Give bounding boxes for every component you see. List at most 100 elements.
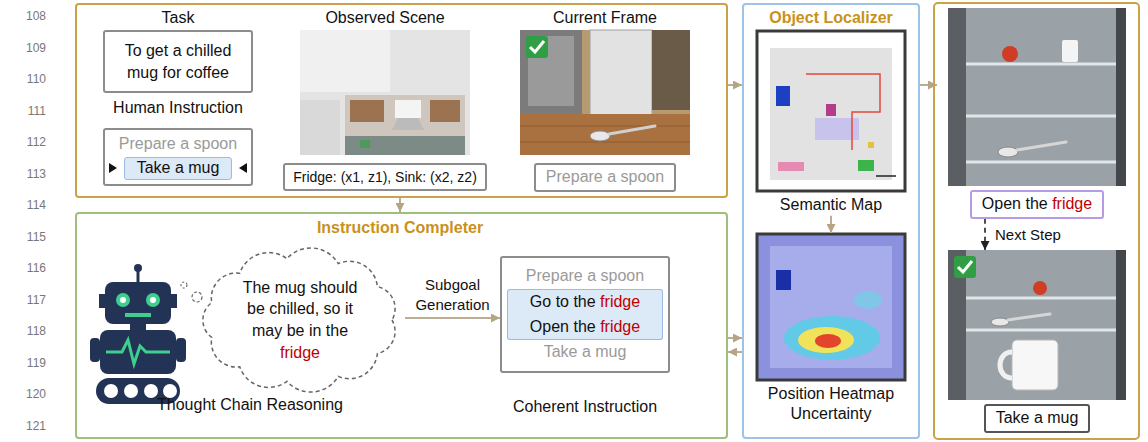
heatmap-image <box>757 234 905 380</box>
line-number: 109 <box>6 41 46 57</box>
flow-arrow <box>728 84 742 86</box>
text-label: Coherent Instruction <box>500 397 670 418</box>
line-number: 108 <box>6 9 46 25</box>
line-number: 113 <box>6 167 46 183</box>
fridge-door <box>948 8 966 186</box>
cabinet <box>430 100 460 122</box>
image-ground <box>520 30 690 155</box>
localizer-panel: Object LocalizerSemantic MapPosition Hea… <box>742 3 920 439</box>
task-box: To get a chilled mug for coffeeHuman Ins… <box>103 30 253 119</box>
highlight-word: fridge <box>600 318 640 335</box>
image-slot <box>937 8 1137 186</box>
mug <box>1012 340 1058 390</box>
cloud-shape <box>195 245 405 395</box>
image-ground <box>948 8 1126 186</box>
image-patch <box>300 100 340 155</box>
text-label: Instruction Completer <box>270 218 530 239</box>
robot-eye <box>146 293 160 307</box>
caption-row: Open the fridge <box>937 190 1137 219</box>
dashed-arrow <box>984 219 986 250</box>
text-label: Object Localizer <box>746 8 916 29</box>
box-frame: Prepare a spoon <box>534 163 676 192</box>
heat-zone <box>798 327 854 353</box>
result-frame: Take a mug <box>937 250 1137 433</box>
pulse-line <box>106 340 170 364</box>
check-badge <box>526 36 548 58</box>
image-slot <box>755 30 907 192</box>
flow-arrow <box>728 351 742 353</box>
text-label: Semantic Map <box>755 195 907 216</box>
thought-bubble: The mug should be chilled, so it may be … <box>195 245 405 395</box>
highlight-word: fridge <box>1052 195 1092 212</box>
edge-label: Subgoal Generation <box>408 275 498 314</box>
robot-arm <box>90 338 100 362</box>
image-patch <box>300 30 390 92</box>
text-label: Take a mug <box>124 157 232 180</box>
text-label: Observed Scene <box>300 8 470 29</box>
robot-wheel <box>124 384 138 398</box>
heat-zone <box>854 291 882 309</box>
shelf <box>966 161 1116 164</box>
box-frame: Prepare a spoonTake a mug <box>103 128 253 186</box>
panel-outline <box>934 3 1139 439</box>
hood <box>395 100 421 118</box>
plant <box>360 140 370 148</box>
kitchen-wall <box>345 95 465 155</box>
mug-taken-image <box>948 250 1126 400</box>
heat-zone <box>815 334 841 348</box>
pointer-marker <box>238 162 248 174</box>
edge-label: Next Step <box>993 225 1063 245</box>
shelf <box>966 297 1116 300</box>
line-number: 115 <box>6 230 46 246</box>
line-number: 119 <box>6 356 46 372</box>
semantic-map-image <box>757 31 905 191</box>
robot-arm <box>176 338 186 362</box>
text-label: Position Heatmap Uncertainty <box>755 384 907 424</box>
caption-row: Take a mug <box>937 404 1137 433</box>
text-label: Human Instruction <box>103 98 253 119</box>
text-label: Task <box>103 8 253 29</box>
map-floor <box>770 48 892 180</box>
robot-wheel <box>163 384 177 398</box>
line-number: 118 <box>6 324 46 340</box>
semantic-map: Semantic Map <box>755 30 907 216</box>
next-frame: Open the fridge <box>937 8 1137 219</box>
cabinet <box>652 30 690 110</box>
map-object <box>858 160 874 171</box>
robot-head <box>105 282 171 324</box>
caption-label: Thought Chain Reasoning <box>157 395 343 416</box>
shelf <box>966 63 1116 66</box>
robot-wheel <box>144 384 158 398</box>
line-number: 112 <box>6 135 46 151</box>
box-frame: Prepare a spoonGo to the fridgeOpen the … <box>500 256 670 373</box>
tomato <box>1002 46 1018 62</box>
wall <box>520 30 582 114</box>
highlight-word: fridge <box>600 293 640 310</box>
check-mark <box>958 261 972 272</box>
robot-pupil <box>120 297 126 303</box>
input-panel: TaskObserved SceneCurrent FrameTo get a … <box>75 3 728 198</box>
text-label: Take a mug <box>507 340 663 365</box>
spoon-handle <box>1008 314 1050 320</box>
robot-eye <box>116 293 130 307</box>
highlight-word: fridge <box>280 344 320 361</box>
text-label: The mug should be chilled, so it may be … <box>237 277 363 363</box>
check-badge <box>954 256 976 278</box>
text-label: Open the fridge <box>507 315 663 341</box>
wood-grain <box>520 126 690 127</box>
pointer-triangle <box>109 163 117 173</box>
line-number: 120 <box>6 387 46 403</box>
map-object <box>826 104 836 116</box>
flow-arrow <box>399 198 401 212</box>
observed-scene-image <box>300 30 470 155</box>
antenna-tip <box>134 264 142 272</box>
shelf <box>966 115 1116 118</box>
flow-arrow <box>405 317 500 319</box>
text-label: Prepare a spoon <box>109 134 247 155</box>
map-path <box>806 74 880 150</box>
image-ground <box>300 30 470 155</box>
text-label: Prepare a spoon <box>507 264 663 289</box>
line-number: 117 <box>6 293 46 309</box>
fridge-inside <box>966 250 1116 400</box>
